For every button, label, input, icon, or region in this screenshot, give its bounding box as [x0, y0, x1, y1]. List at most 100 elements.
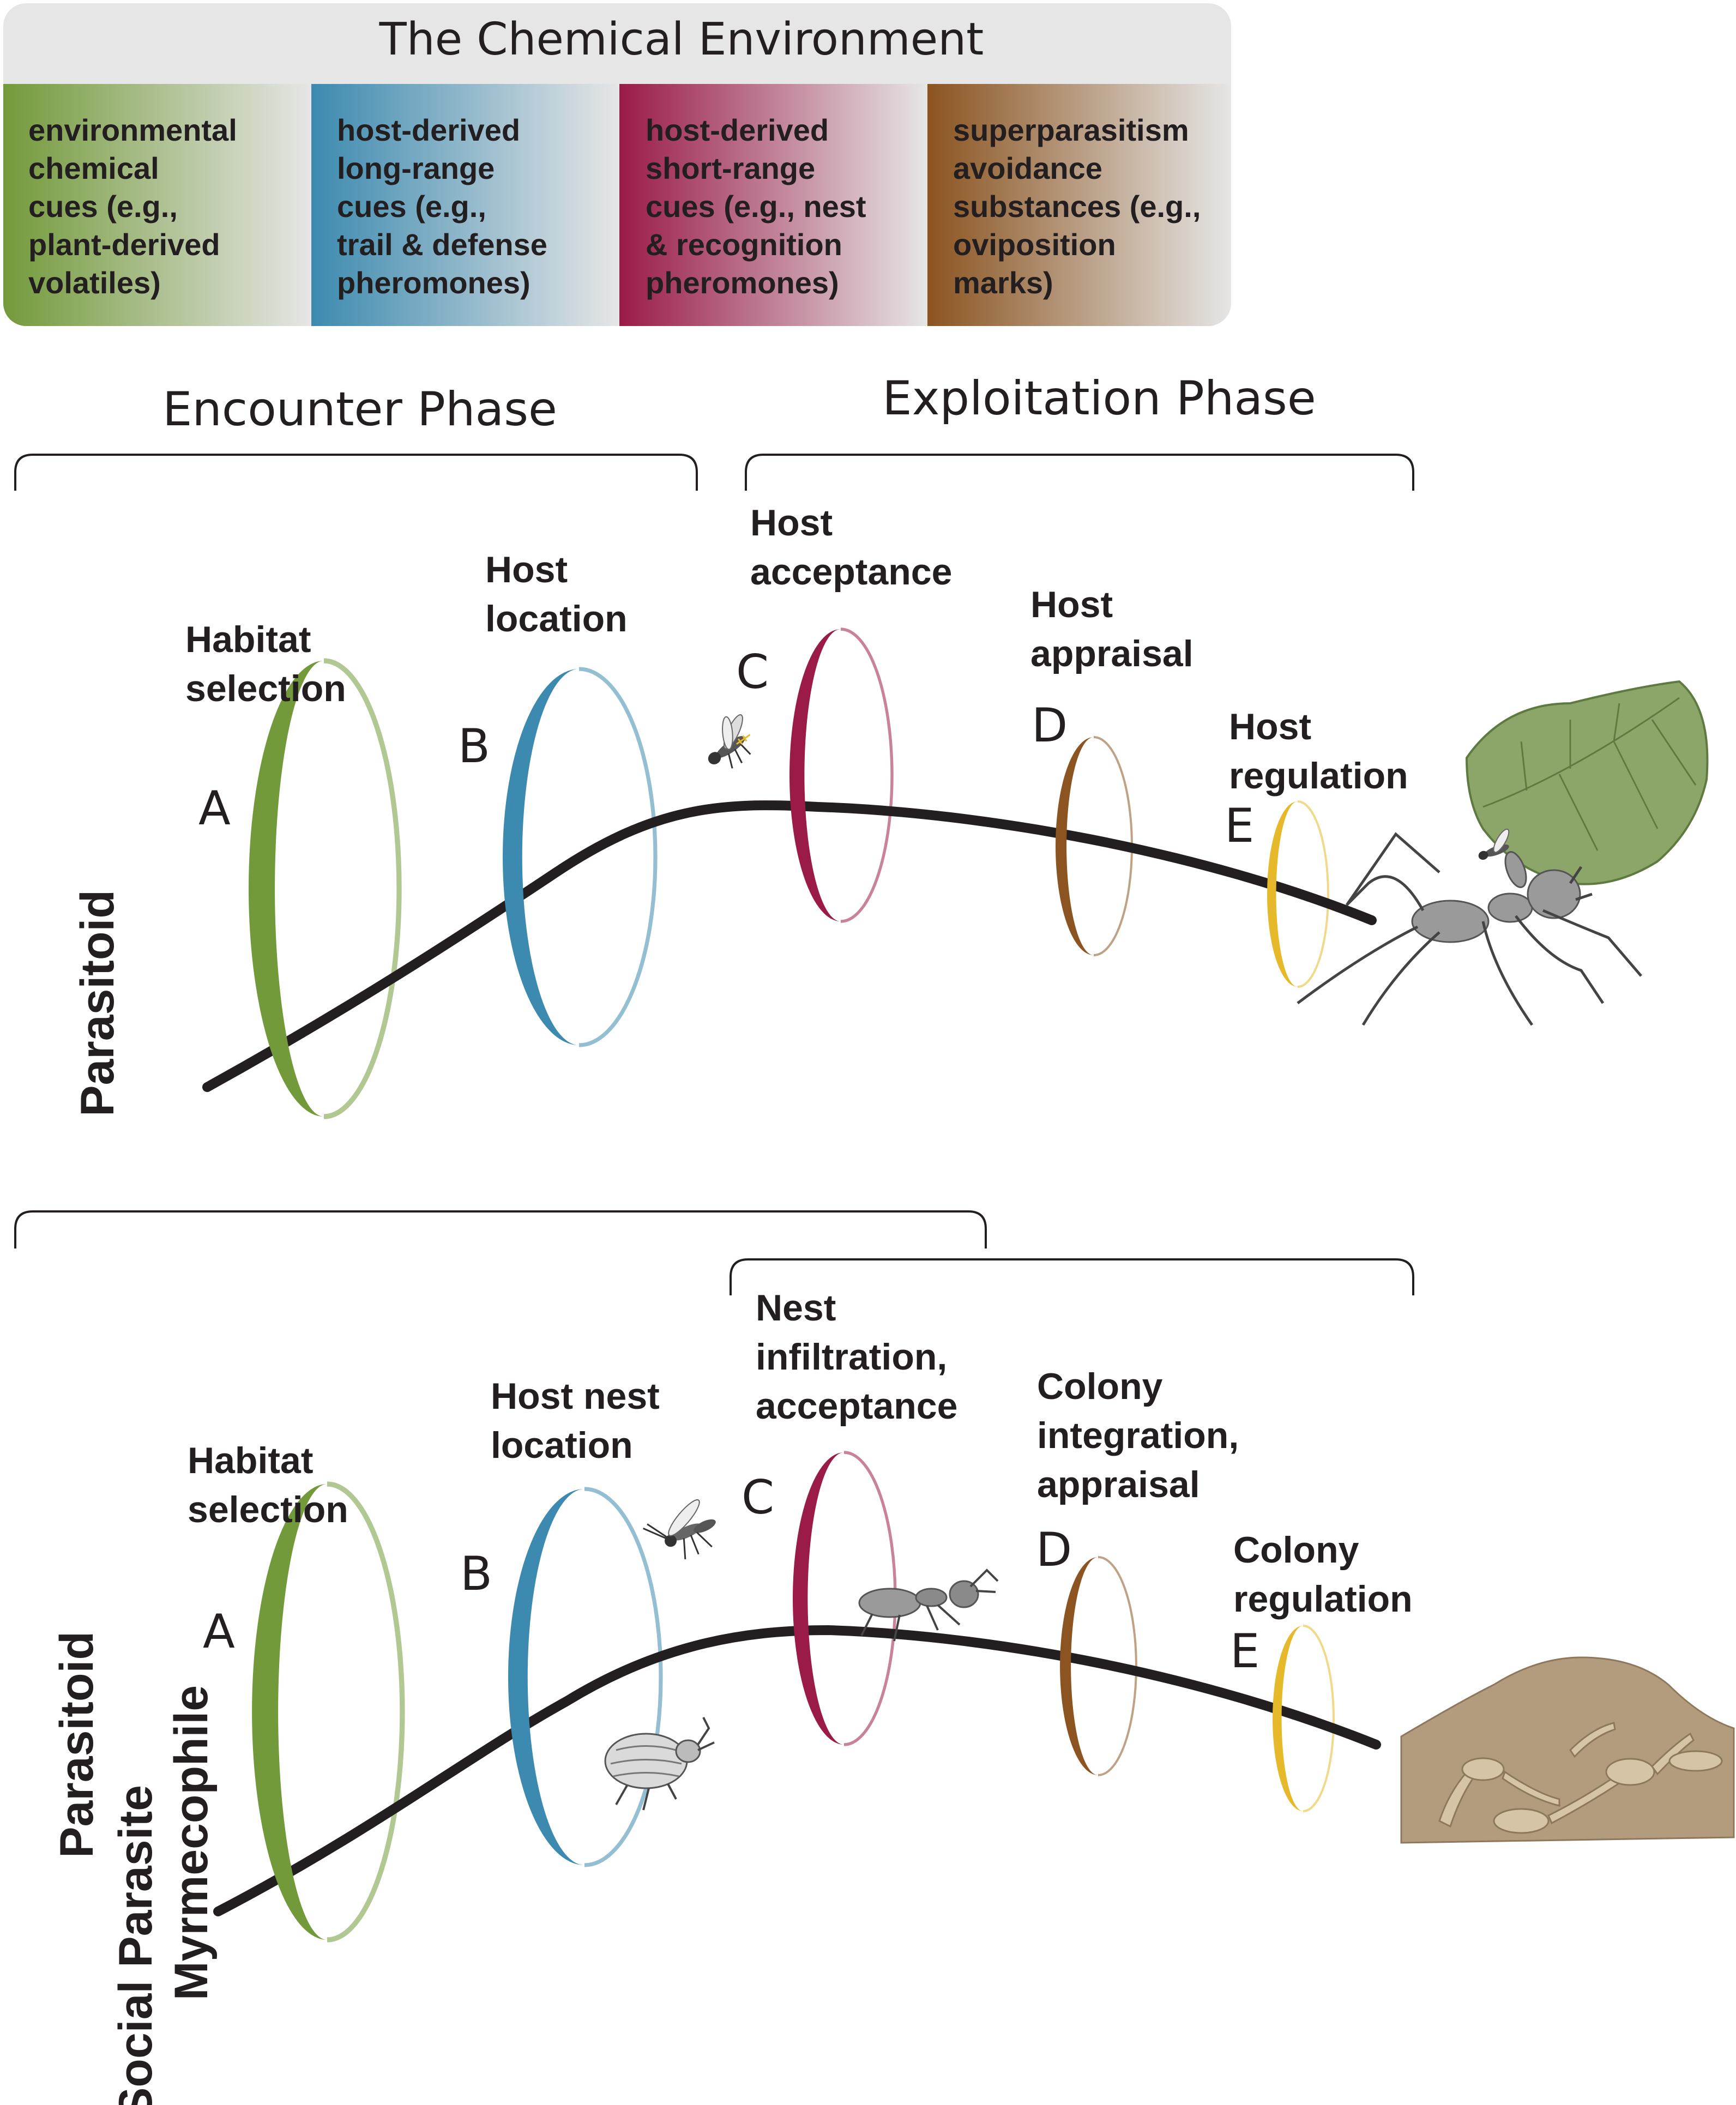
- ring-c: [793, 1452, 844, 1745]
- legend-box-line: chemical: [28, 151, 159, 185]
- ring-e: [1267, 801, 1298, 987]
- ring-b: [508, 1489, 584, 1865]
- beetle-icon: [604, 1717, 715, 1811]
- ring-back-c: [840, 628, 894, 923]
- stage-label-line: Colony: [1037, 1366, 1163, 1407]
- legend-box-line: pheromones): [646, 266, 839, 300]
- stage-label-line: appraisal: [1030, 633, 1194, 674]
- ring-back-b: [578, 667, 658, 1047]
- ring-b: [503, 669, 579, 1045]
- stage-label-line: Host nest: [491, 1376, 660, 1417]
- stage-letter-e: E: [1225, 799, 1254, 853]
- stage-label-line: location: [491, 1425, 633, 1466]
- stage-label-line: selection: [185, 668, 346, 709]
- legend-box-line: marks): [953, 266, 1053, 300]
- legend-box-line: oviposition: [953, 227, 1116, 262]
- legend-box-line: environmental: [28, 113, 237, 147]
- ring-back-a: [327, 1481, 405, 1943]
- legend-box-line: avoidance: [953, 151, 1102, 185]
- stage-label-line: Host: [750, 502, 833, 544]
- row-label: Parasitoid: [51, 1631, 103, 1858]
- legend-box-line: trail & defense: [337, 227, 547, 262]
- stage-label-line: Habitat: [185, 619, 311, 660]
- row-label: Parasitoid: [71, 890, 124, 1117]
- row-label: Social Parasite: [110, 1785, 162, 2105]
- legend-box-line: volatiles): [28, 266, 161, 300]
- legend-box-line: cues (e.g.,: [337, 189, 486, 224]
- stage-letter-c: C: [742, 1470, 774, 1525]
- wasp-icon: [643, 1499, 716, 1560]
- stage-label-line: regulation: [1233, 1578, 1413, 1620]
- fly-icon: [708, 714, 751, 769]
- stage-letter-d: D: [1036, 1523, 1072, 1577]
- stage-label-line: Host: [485, 549, 568, 590]
- stage-letter-b: B: [458, 719, 490, 774]
- trajectory-curve: [202, 800, 1377, 1092]
- encounter-bracket-bottom: [14, 1210, 987, 1248]
- ring-d: [1060, 1557, 1098, 1775]
- stage-label-line: regulation: [1229, 755, 1408, 797]
- stage-letter-a: A: [203, 1605, 235, 1659]
- legend-box-line: & recognition: [646, 227, 842, 262]
- legend-title: The Chemical Environment: [379, 14, 984, 65]
- ring-back-e: [1297, 800, 1329, 988]
- exploitation-bracket-top: [745, 454, 1414, 491]
- ant-icon: [858, 1569, 999, 1642]
- legend: The Chemical Environment environmental ch…: [3, 3, 1231, 326]
- stage-label-line: acceptance: [756, 1385, 957, 1427]
- encounter-phase-label: Encounter Phase: [162, 382, 557, 437]
- stage-label-line: Host: [1229, 706, 1311, 747]
- legend-boxes: [3, 84, 1231, 326]
- trajectory-curve: [213, 1625, 1381, 1916]
- ring-d: [1056, 737, 1094, 955]
- legend-box-line: host-derived: [337, 113, 520, 147]
- legend-box-line: long-range: [337, 151, 495, 185]
- leaf-cutter-ant-with-leaf: [1297, 680, 1709, 1026]
- legend-box-long-range: [311, 84, 619, 326]
- ring-back-b: [584, 1487, 663, 1867]
- stage-letter-e: E: [1230, 1624, 1259, 1679]
- ant-nest-soil: [1400, 1656, 1735, 1844]
- legend-box-line: host-derived: [646, 113, 829, 147]
- legend-box-line: superparasitism: [953, 113, 1189, 147]
- stage-label-line: Host: [1030, 584, 1113, 625]
- leaf: [1465, 680, 1709, 885]
- ring-e: [1273, 1626, 1303, 1811]
- legend-box-line: cues (e.g.,: [28, 189, 178, 224]
- stage-letter-d: D: [1032, 698, 1068, 753]
- ring-back-a: [323, 658, 402, 1119]
- ring-a: [252, 1484, 327, 1940]
- legend-box-short-range: [619, 84, 927, 326]
- exploitation-phase-label: Exploitation Phase: [882, 371, 1316, 426]
- legend-box-line: pheromones): [337, 266, 531, 300]
- stage-label-line: Colony: [1233, 1529, 1359, 1571]
- stage-label-line: acceptance: [750, 551, 952, 593]
- stage-label-line: Nest: [756, 1287, 836, 1329]
- stage-letter-c: C: [736, 645, 769, 699]
- legend-box-line: plant-derived: [28, 227, 220, 262]
- stage-letter-a: A: [198, 781, 231, 836]
- stage-label-line: location: [485, 598, 628, 640]
- encounter-bracket-top: [14, 454, 698, 491]
- legend-box-superparasitism: [927, 84, 1231, 326]
- row-label: Myrmecophile: [165, 1685, 218, 2000]
- legend-box-line: substances (e.g.,: [953, 189, 1201, 224]
- legend-box-line: cues (e.g., nest: [646, 189, 866, 224]
- ring-back-e: [1303, 1625, 1335, 1812]
- stage-label-line: Habitat: [188, 1440, 313, 1481]
- stage-label-line: infiltration,: [756, 1336, 947, 1378]
- legend-box-environmental: [3, 84, 311, 326]
- stage-label-line: integration,: [1037, 1415, 1239, 1456]
- stage-letter-b: B: [460, 1547, 492, 1601]
- phase-brackets: [14, 454, 1414, 1295]
- stage-label-line: appraisal: [1037, 1464, 1200, 1505]
- ring-a: [249, 660, 324, 1117]
- stage-label-line: selection: [188, 1489, 348, 1530]
- exploitation-bracket-bottom: [730, 1258, 1414, 1295]
- legend-box-line: short-range: [646, 151, 815, 185]
- soil-mound: [1400, 1656, 1735, 1844]
